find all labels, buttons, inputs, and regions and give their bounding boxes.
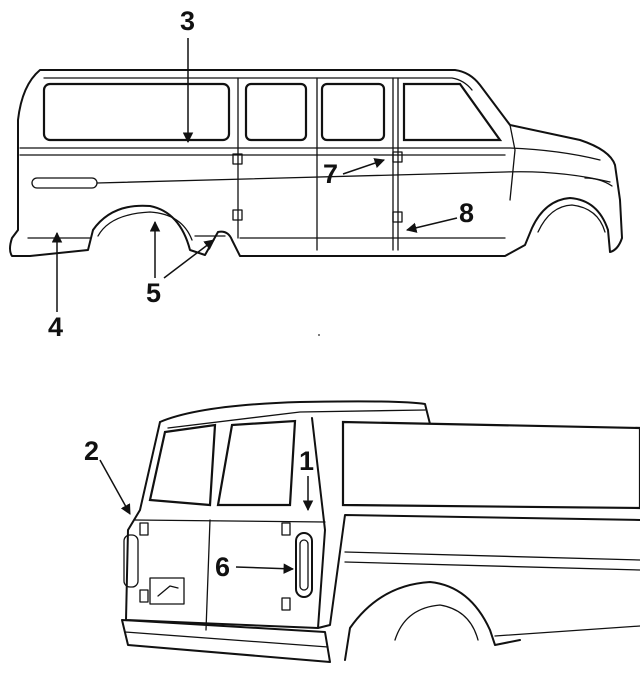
callout-5-leader-b <box>163 239 215 279</box>
rear-hinge-2 <box>139 589 149 603</box>
callout-5-label: 5 <box>146 278 161 308</box>
rear-door-window-right <box>216 419 297 507</box>
rear-roof <box>159 400 640 441</box>
hinge-upper-b <box>392 151 403 163</box>
hinge-lower-b <box>392 211 403 223</box>
side-window-2 <box>244 82 308 142</box>
callout-3: 3 <box>180 6 195 144</box>
callout-5: 5 <box>146 220 215 308</box>
callout-6-label: 6 <box>215 552 230 582</box>
bumper-line <box>124 631 329 648</box>
rear-quarter-view-van <box>121 400 640 663</box>
rear-quarter-wheel-inner <box>394 604 479 641</box>
rear-hinge-4 <box>281 597 291 611</box>
rear-wheel-arch <box>97 211 193 241</box>
callout-3-label: 3 <box>180 6 195 36</box>
callout-7-label: 7 <box>323 159 338 189</box>
callout-1-label: 1 <box>299 446 314 476</box>
scan-speck <box>318 334 320 336</box>
callout-4-label: 4 <box>48 312 63 342</box>
callout-2-leader <box>99 459 131 515</box>
roof-line <box>43 77 473 91</box>
rear-bumper <box>121 619 331 663</box>
body-side-molding <box>31 177 98 189</box>
callout-8-leader <box>405 217 458 233</box>
callout-7: 7 <box>323 158 385 189</box>
callout-6: 6 <box>215 552 295 582</box>
front-door-window <box>402 82 503 142</box>
hinge-lower-a <box>232 209 243 221</box>
rear-door-window-left <box>148 423 217 507</box>
hinge-upper-a <box>232 153 243 165</box>
callout-8-label: 8 <box>459 198 474 228</box>
callout-6-leader <box>235 563 295 574</box>
belt-line <box>19 147 601 161</box>
side-stripe <box>96 171 611 184</box>
callout-2-label: 2 <box>84 436 99 466</box>
tail-lamp <box>123 534 139 588</box>
plate-detail <box>157 585 179 597</box>
rocker-rear <box>494 625 640 637</box>
callout-7-leader <box>342 158 385 175</box>
rocker-panel <box>27 235 506 239</box>
license-plate <box>149 577 185 605</box>
rear-hinge-1 <box>139 522 149 536</box>
rear-side-window <box>341 420 640 510</box>
hood-line <box>509 124 516 201</box>
rear-quarter-wheel-arch <box>344 581 521 661</box>
van-body-outline <box>9 69 623 257</box>
front-wheel-arch <box>537 204 606 233</box>
callout-1: 1 <box>299 446 314 512</box>
rear-door-seam <box>205 519 211 631</box>
callout-4: 4 <box>48 231 63 342</box>
rear-roof-inner <box>167 409 426 429</box>
side-window-rear <box>42 82 231 142</box>
callout-8: 8 <box>405 198 474 233</box>
rear-hinge-3 <box>281 522 291 536</box>
side-molding-rear <box>344 551 640 571</box>
side-window-3 <box>320 82 386 142</box>
rear-panel-line <box>134 519 326 523</box>
headlamp-trim <box>584 177 613 187</box>
side-emblem-inner <box>299 539 309 591</box>
side-emblem <box>295 532 313 598</box>
callout-2: 2 <box>84 436 131 515</box>
side-view-van <box>9 69 623 257</box>
